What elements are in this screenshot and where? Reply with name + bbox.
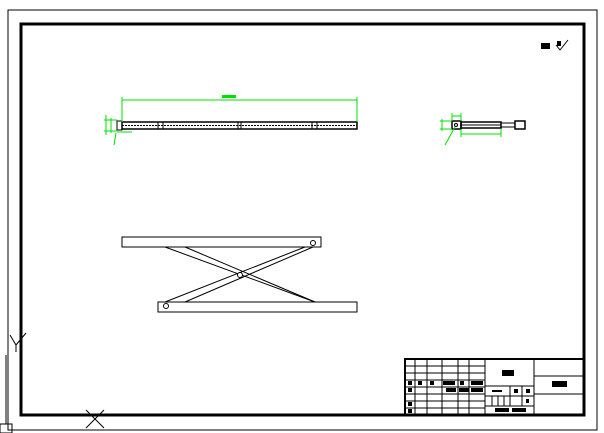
scissor-mechanism — [121, 236, 358, 313]
surface-finish-symbol — [541, 39, 569, 51]
front-view-dimensions — [104, 95, 358, 146]
drawing-frame — [19, 22, 586, 417]
side-view-bar — [451, 120, 526, 130]
outer-sheet-border — [7, 9, 598, 431]
side-view-dimensions — [440, 113, 502, 146]
title-block — [404, 358, 585, 416]
title-block-text-marks — [408, 370, 567, 413]
ucs-icon — [0, 332, 105, 433]
front-view-bar — [116, 120, 358, 131]
